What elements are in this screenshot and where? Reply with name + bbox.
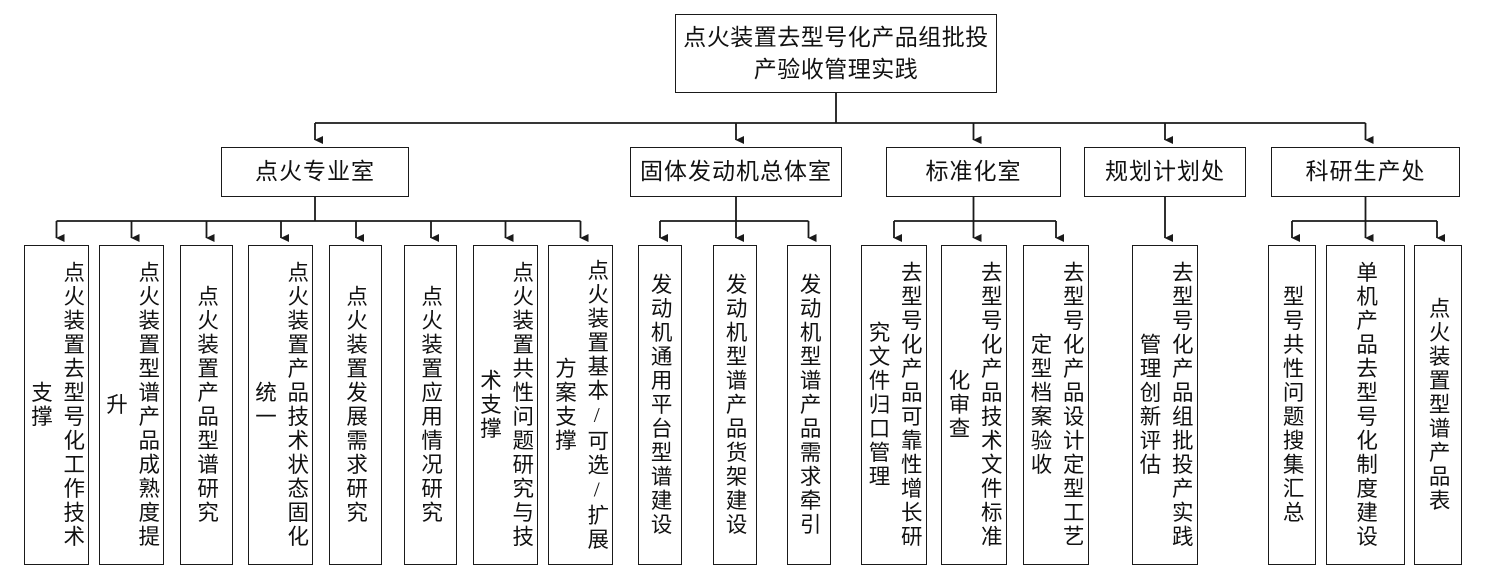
leaf-node-res-1[interactable]: 型号共性问题搜集汇总 bbox=[1268, 245, 1316, 565]
leaf-label-res-2: 单机产品去型号化制度建设 bbox=[1353, 261, 1378, 549]
root-node[interactable]: 点火装置去型号化产品组批投产验收管理实践 bbox=[675, 14, 997, 93]
leaf-node-eng-1[interactable]: 发动机通用平台型谱建设 bbox=[638, 245, 682, 565]
leaf-node-ign-8[interactable]: 点火装置基本/可选/扩展方案支撑 bbox=[548, 245, 613, 565]
dept-node-planning[interactable]: 规划计划处 bbox=[1084, 147, 1246, 197]
dept-label-ignition: 点火专业室 bbox=[255, 159, 375, 185]
leaf-label-res-1: 型号共性问题搜集汇总 bbox=[1280, 285, 1305, 525]
dept-label-standard: 标准化室 bbox=[925, 159, 1022, 185]
leaf-node-res-3[interactable]: 点火装置型谱产品表 bbox=[1414, 245, 1462, 565]
leaf-label-ign-1: 点火装置去型号化工作技术支撑 bbox=[28, 261, 85, 549]
leaf-node-ign-1[interactable]: 点火装置去型号化工作技术支撑 bbox=[24, 245, 89, 565]
dept-node-ignition[interactable]: 点火专业室 bbox=[221, 147, 409, 197]
leaf-label-ign-3: 点火装置产品型谱研究 bbox=[194, 285, 219, 525]
leaf-node-ign-7[interactable]: 点火装置共性问题研究与技术支撑 bbox=[473, 245, 538, 565]
root-node-label: 点火装置去型号化产品组批投产验收管理实践 bbox=[683, 25, 989, 82]
leaf-node-std-1[interactable]: 去型号化产品可靠性增长研究文件归口管理 bbox=[861, 245, 927, 565]
leaf-label-ign-8: 点火装置基本/可选/扩展方案支撑 bbox=[552, 258, 609, 552]
leaf-node-eng-3[interactable]: 发动机型谱产品需求牵引 bbox=[787, 245, 831, 565]
dept-node-standard[interactable]: 标准化室 bbox=[886, 147, 1061, 197]
leaf-node-std-3[interactable]: 去型号化产品设计定型工艺定型档案验收 bbox=[1023, 245, 1089, 565]
leaf-label-ign-4: 点火装置产品技术状态固化统一 bbox=[252, 261, 309, 549]
leaf-node-std-2[interactable]: 去型号化产品技术文件标准化审查 bbox=[941, 245, 1007, 565]
leaf-label-ign-7: 点火装置共性问题研究与技术支撑 bbox=[477, 261, 534, 549]
dept-label-research: 科研生产处 bbox=[1305, 159, 1426, 185]
dept-node-engine[interactable]: 固体发动机总体室 bbox=[630, 147, 842, 197]
leaf-label-ign-6: 点火装置应用情况研究 bbox=[418, 285, 443, 525]
leaf-label-std-1: 去型号化产品可靠性增长研究文件归口管理 bbox=[866, 261, 923, 549]
leaf-node-ign-6[interactable]: 点火装置应用情况研究 bbox=[404, 245, 457, 565]
leaf-label-eng-2: 发动机型谱产品货架建设 bbox=[723, 273, 748, 537]
leaf-label-std-2: 去型号化产品技术文件标准化审查 bbox=[946, 261, 1003, 549]
dept-label-engine: 固体发动机总体室 bbox=[640, 159, 832, 185]
leaf-label-res-3: 点火装置型谱产品表 bbox=[1426, 297, 1451, 513]
leaf-label-std-3: 去型号化产品设计定型工艺定型档案验收 bbox=[1028, 261, 1085, 549]
leaf-label-ign-2: 点火装置型谱产品成熟度提升 bbox=[103, 261, 160, 549]
leaf-label-ign-5: 点火装置发展需求研究 bbox=[343, 285, 368, 525]
leaf-node-ign-3[interactable]: 点火装置产品型谱研究 bbox=[180, 245, 233, 565]
leaf-node-ign-2[interactable]: 点火装置型谱产品成熟度提升 bbox=[99, 245, 164, 565]
leaf-node-ign-5[interactable]: 点火装置发展需求研究 bbox=[329, 245, 382, 565]
leaf-label-eng-3: 发动机型谱产品需求牵引 bbox=[797, 273, 822, 537]
leaf-node-pln-1[interactable]: 去型号化产品组批投产实践管理创新评估 bbox=[1132, 245, 1198, 565]
leaf-label-pln-1: 去型号化产品组批投产实践管理创新评估 bbox=[1137, 261, 1194, 549]
leaf-node-ign-4[interactable]: 点火装置产品技术状态固化统一 bbox=[248, 245, 313, 565]
leaf-label-eng-1: 发动机通用平台型谱建设 bbox=[648, 273, 673, 537]
leaf-node-eng-2[interactable]: 发动机型谱产品货架建设 bbox=[713, 245, 757, 565]
dept-label-planning: 规划计划处 bbox=[1105, 159, 1225, 185]
dept-node-research[interactable]: 科研生产处 bbox=[1271, 147, 1460, 197]
leaf-node-res-2[interactable]: 单机产品去型号化制度建设 bbox=[1326, 245, 1405, 565]
